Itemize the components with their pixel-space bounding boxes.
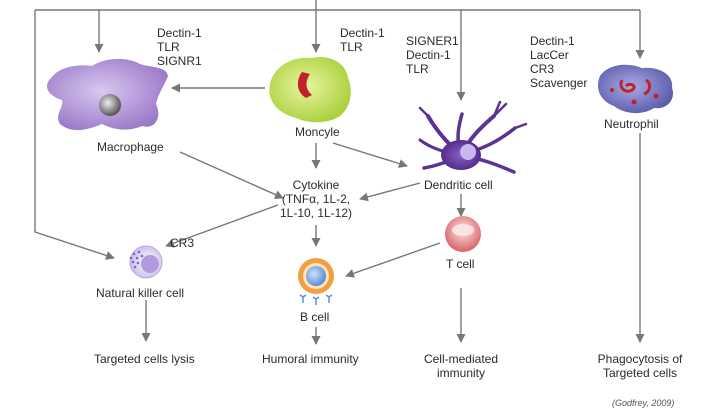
arrow-cytokine-to-nk bbox=[165, 204, 279, 248]
receptor-list-macrophage: Dectin-1 TLR SIGNR1 bbox=[157, 26, 202, 68]
receptor-label: CR3 bbox=[530, 62, 555, 76]
receptor-label: TLR bbox=[157, 40, 180, 54]
connectors bbox=[34, 0, 645, 345]
arrow-macrophage-to-cytokine bbox=[179, 151, 284, 199]
macrophage-cell-icon bbox=[47, 58, 168, 131]
nk-receptor-label: CR3 bbox=[170, 236, 195, 250]
cytokine-label: Cytokine (TNFα, 1L-2, 1L-10, 1L-12) bbox=[266, 178, 366, 220]
receptor-label: Scavenger bbox=[530, 76, 588, 90]
receptor-label: TLR bbox=[340, 40, 363, 54]
receptor-label: Dectin-1 bbox=[157, 26, 202, 40]
outcome-line: Cell-mediated bbox=[423, 352, 499, 366]
outcome-line: immunity bbox=[436, 366, 485, 380]
outcome-neutrophil: Phagocytosis of Targeted cells bbox=[580, 352, 700, 380]
receptor-label: Dectin-1 bbox=[406, 48, 451, 62]
receptor-label: Dectin-1 bbox=[530, 34, 575, 48]
t-cell-icon bbox=[445, 216, 481, 252]
outcome-bcell: Humoral immunity bbox=[262, 352, 359, 366]
receptor-label: LacCer bbox=[530, 48, 569, 62]
outcome-nk: Targeted cells lysis bbox=[94, 352, 195, 366]
arrow-monocyte-to-dendritic bbox=[332, 142, 408, 168]
nk-cell-label: Natural killer cell bbox=[96, 286, 185, 300]
monocyte-cell-icon bbox=[269, 56, 351, 123]
dendritic-cell-label: Dendritic cell bbox=[424, 178, 493, 192]
outcome-line: Targeted cells bbox=[602, 366, 678, 380]
t-cell-label: T cell bbox=[446, 257, 475, 271]
receptor-list-neutrophil: Dectin-1 LacCer CR3 Scavenger bbox=[530, 34, 587, 90]
b-cell-label: B cell bbox=[300, 310, 330, 324]
outcome-tcell: Cell-mediated immunity bbox=[411, 352, 511, 380]
arrow-tcell-to-bcell bbox=[345, 242, 441, 278]
monocyte-label: Moncyle bbox=[295, 125, 340, 139]
receptor-list-dendritic: SIGNER1 Dectin-1 TLR bbox=[406, 34, 459, 76]
outcome-line: Phagocytosis of bbox=[597, 352, 683, 366]
nk-cell-icon bbox=[129, 245, 163, 279]
receptor-list-monocyte: Dectin-1 TLR bbox=[340, 26, 385, 54]
cytokine-title: Cytokine bbox=[292, 178, 340, 192]
arrow-dendritic-to-cytokine bbox=[359, 182, 421, 202]
macrophage-label: Macrophage bbox=[97, 140, 164, 154]
neutrophil-label: Neutrophil bbox=[604, 117, 659, 131]
receptor-label: SIGNER1 bbox=[406, 34, 459, 48]
receptor-label: Dectin-1 bbox=[340, 26, 385, 40]
citation: (Godfrey, 2009) bbox=[612, 398, 675, 408]
neutrophil-cell-icon bbox=[597, 64, 674, 114]
receptor-label: SIGNR1 bbox=[157, 54, 202, 68]
cytokine-list-line: 1L-10, 1L-12) bbox=[279, 206, 353, 220]
dendritic-cell-icon bbox=[418, 100, 528, 174]
left-frame-line bbox=[34, 10, 115, 260]
b-cell-icon bbox=[298, 258, 334, 305]
cytokine-list-line: (TNFα, 1L-2, bbox=[281, 192, 351, 206]
receptor-label: TLR bbox=[406, 62, 429, 76]
